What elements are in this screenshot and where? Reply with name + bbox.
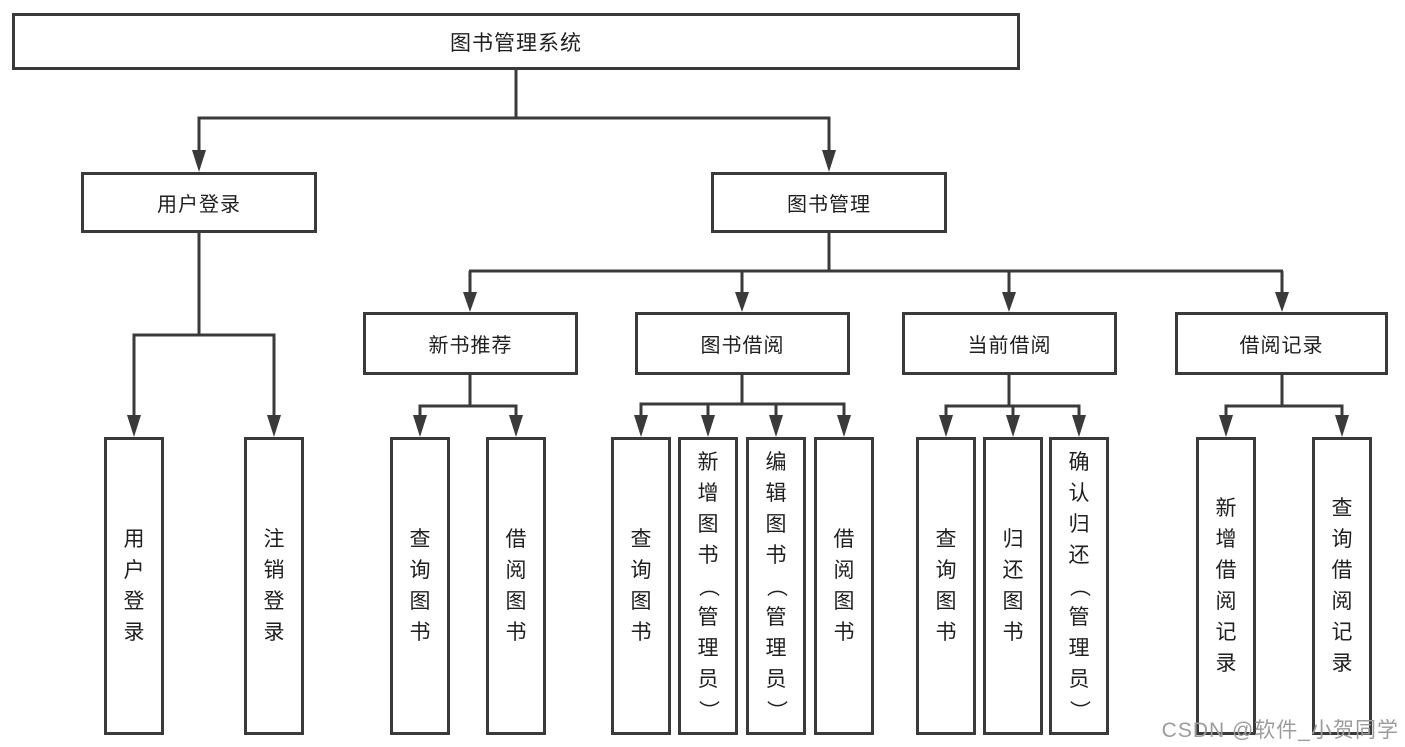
leaf-query-books-borrowing: 查询图书: [611, 437, 671, 735]
node-root: 图书管理系统: [12, 13, 1020, 70]
leaf-query-books-recommend: 查询图书: [390, 437, 450, 735]
csdn-watermark: CSDN @软件_小贺同学: [1161, 719, 1399, 742]
connector-current-borrow-split: [939, 375, 1086, 437]
node-user-login: 用户登录: [81, 172, 317, 233]
connector-new-book-split: [413, 375, 523, 437]
leaf-confirm-return-admin: 确认归还（管理员）: [1049, 437, 1109, 735]
connector-book-borrow-split: [634, 375, 851, 437]
connector-user-login-split: [127, 233, 281, 437]
leaf-edit-books-admin: 编辑图书（管理员）: [746, 437, 806, 735]
connector-root-split: [192, 70, 836, 172]
connector-borrow-records-split: [1219, 375, 1349, 437]
leaf-query-books-current: 查询图书: [916, 437, 976, 735]
connector-book-mgmt-split: [463, 233, 1289, 312]
node-current-borrowing: 当前借阅: [902, 312, 1117, 375]
leaf-query-borrow-record: 查询借阅记录: [1312, 437, 1372, 735]
leaf-borrow-books: 借阅图书: [814, 437, 874, 735]
leaf-add-books-admin: 新增图书（管理员）: [678, 437, 738, 735]
leaf-return-books: 归还图书: [983, 437, 1043, 735]
leaf-add-borrow-record: 新增借阅记录: [1196, 437, 1256, 735]
leaf-user-login: 用户登录: [104, 437, 164, 735]
node-book-borrowing: 图书借阅: [635, 312, 850, 375]
leaf-borrow-books-recommend: 借阅图书: [486, 437, 546, 735]
leaf-logout: 注销登录: [244, 437, 304, 735]
node-new-book-recommend: 新书推荐: [363, 312, 578, 375]
node-book-management: 图书管理: [711, 172, 947, 233]
node-borrowing-records: 借阅记录: [1175, 312, 1388, 375]
